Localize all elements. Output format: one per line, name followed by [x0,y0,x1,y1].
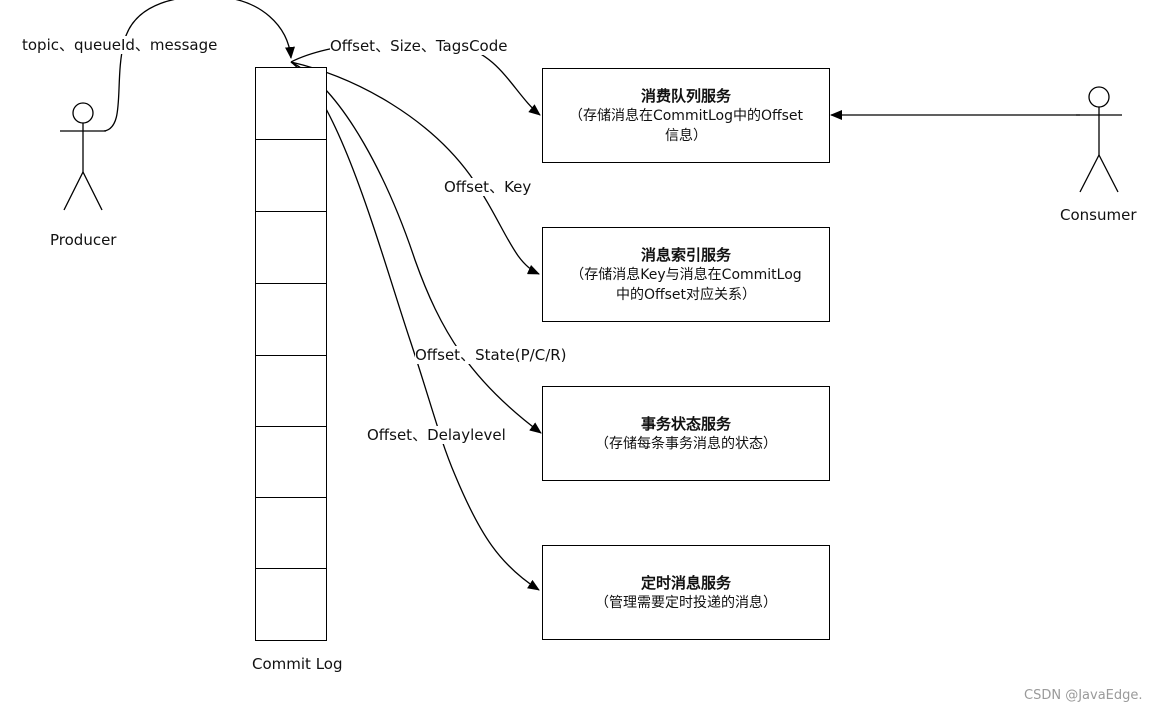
service-desc-line: （存储每条事务消息的状态） [595,435,777,452]
commit-log-cell [255,426,327,498]
consume-queue-service-box: 消费队列服务 （存储消息在CommitLog中的Offset 信息） [542,68,830,163]
producer-figure [60,102,106,211]
edge-label-index: Offset、Key [444,178,532,196]
service-desc-line: （存储消息Key与消息在CommitLog [570,266,802,283]
producer-message-label: topic、queueId、message [22,36,218,54]
service-desc-line: 信息） [665,127,707,144]
consumer-figure [1076,86,1122,193]
service-title: 消息索引服务 [640,245,731,264]
service-title: 事务状态服务 [640,414,731,433]
message-index-service-box: 消息索引服务 （存储消息Key与消息在CommitLog 中的Offset对应关… [542,227,830,322]
commit-log-cell [255,139,327,212]
service-title: 消费队列服务 [640,86,731,105]
transaction-state-service-box: 事务状态服务 （存储每条事务消息的状态） [542,386,830,481]
service-desc-line: 中的Offset对应关系） [615,286,757,303]
commit-log-cell [255,497,327,569]
watermark: CSDN @JavaEdge. [1024,688,1143,703]
edge-commitlog-transaction [290,61,542,434]
edge-label-timer: Offset、Delaylevel [367,426,506,444]
consumer-label: Consumer [1060,206,1137,224]
service-desc-line: （管理需要定时投递的消息） [595,594,777,611]
commit-log-cell [255,355,327,427]
commit-log-cell [255,568,327,641]
producer-to-commitlog-edge [103,0,295,132]
service-title: 定时消息服务 [640,573,731,592]
commit-log-cell [255,211,327,284]
edge-commitlog-index [290,61,540,275]
scheduled-message-service-box: 定时消息服务 （管理需要定时投递的消息） [542,545,830,640]
commit-log-cell [255,283,327,356]
edge-label-transaction: Offset、State(P/C/R) [415,346,567,364]
service-desc-line: （存储消息在CommitLog中的Offset [568,107,804,124]
edge-commitlog-timer [290,61,540,591]
commit-log-cell [255,67,327,140]
commit-log-label: Commit Log [252,655,343,673]
producer-label: Producer [50,231,117,249]
edge-label-queue: Offset、Size、TagsCode [330,37,508,55]
